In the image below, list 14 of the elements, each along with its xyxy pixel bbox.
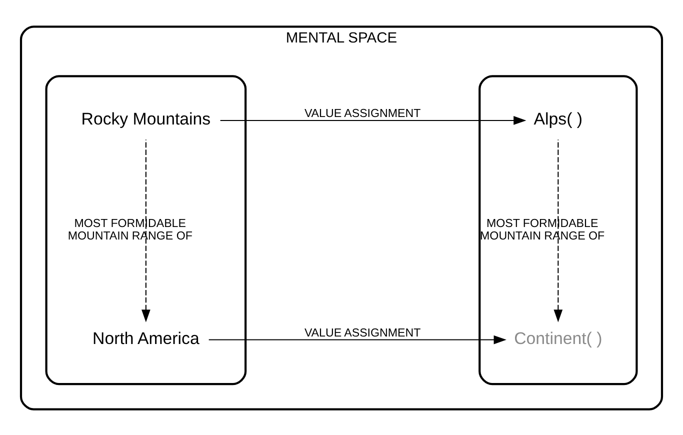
arrow	[208, 334, 506, 344]
arrow	[142, 139, 150, 322]
node-text: Rocky Mountains	[81, 108, 211, 128]
edge-label: MOST FORMIDABLE MOUNTAIN RANGE OF	[480, 217, 605, 242]
arrow	[554, 139, 563, 322]
node-text: Alps( )	[534, 108, 583, 128]
edge-label: VALUE ASSIGNMENT	[304, 326, 421, 339]
edge-label: MOST FORMIDABLE MOUNTAIN RANGE OF	[68, 217, 192, 242]
cluster	[45, 74, 247, 385]
arrow	[220, 116, 526, 124]
edge-label: VALUE ASSIGNMENT	[304, 108, 421, 120]
node-text: North America	[92, 328, 200, 348]
cluster	[478, 74, 638, 385]
node-text: Continent( )	[514, 328, 602, 348]
